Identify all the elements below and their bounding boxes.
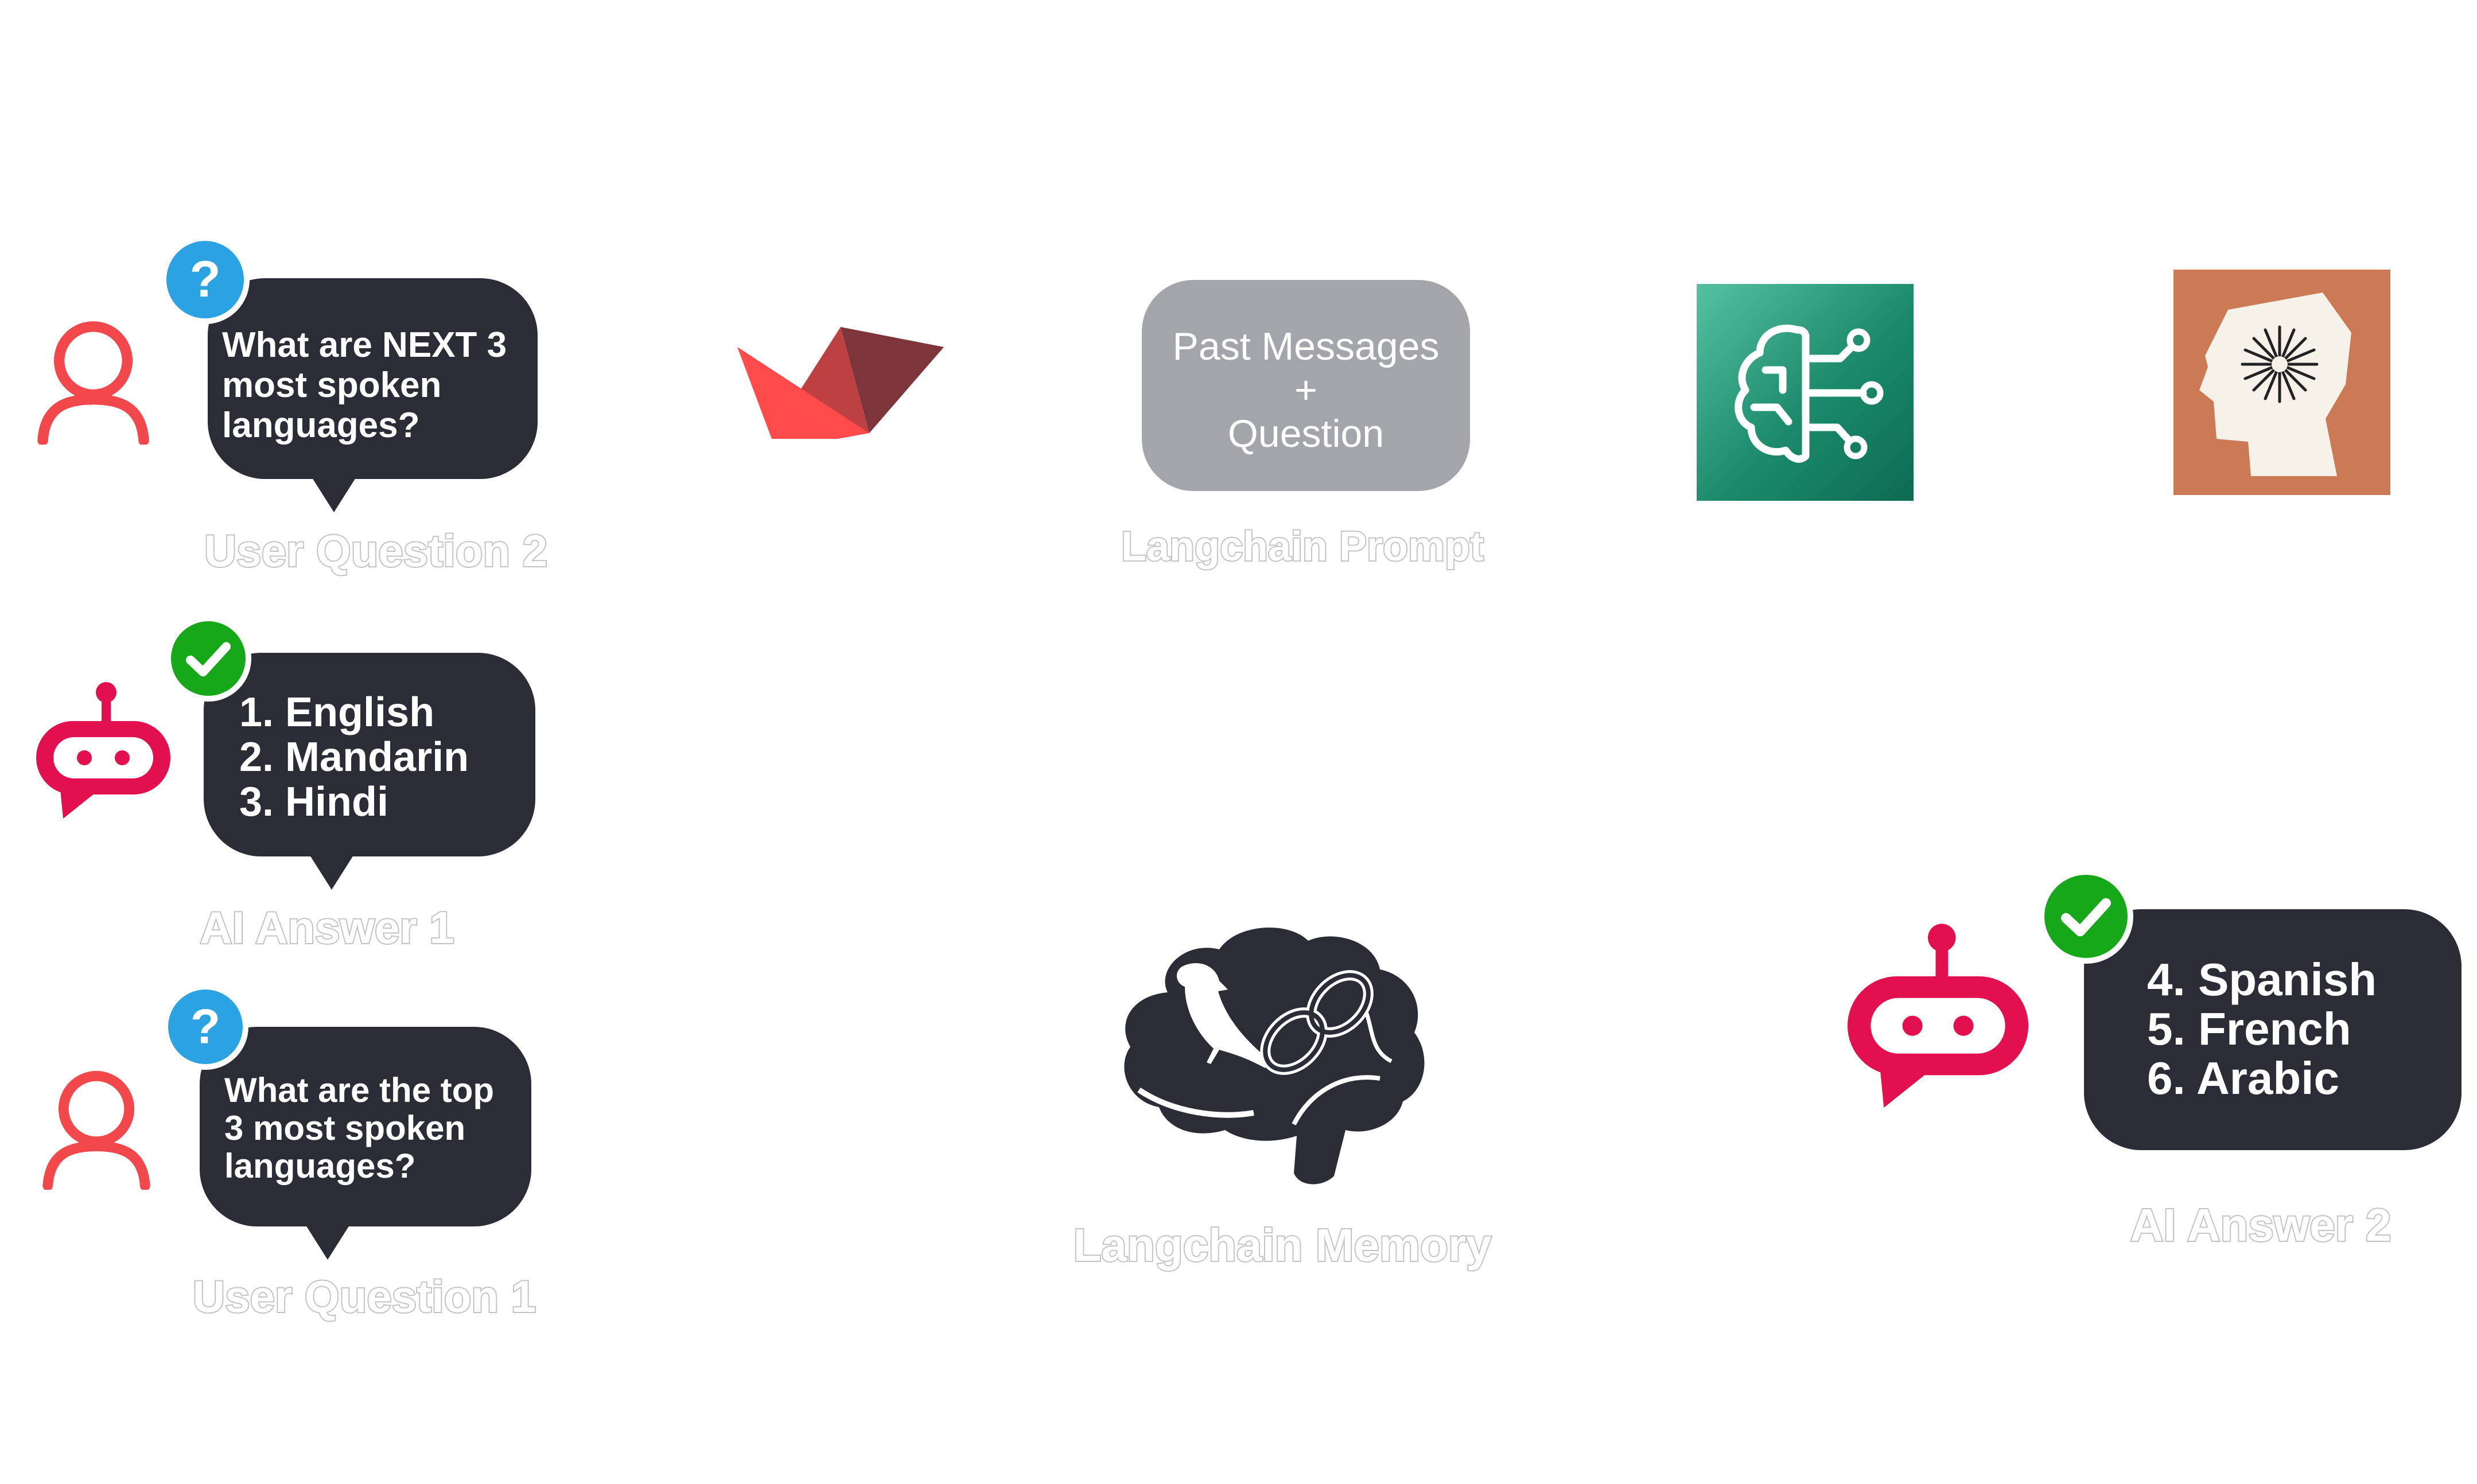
langchain-memory-caption: Langchain Memory: [1072, 1218, 1492, 1272]
user-question-2-line-1: What are NEXT 3: [222, 325, 507, 365]
ai-answer-1-line-2: 2. Mandarin: [239, 734, 469, 780]
anthropic-head-icon: [2199, 293, 2351, 476]
ai-answer-2-line-3: 6. Arabic: [2147, 1053, 2339, 1104]
langchain-prompt-box: Past Messages + Question: [1142, 280, 1470, 491]
ai-answer-1-caption: AI Answer 1: [199, 901, 456, 954]
user-icon: [37, 321, 149, 445]
ai-answer-2-caption: AI Answer 2: [2129, 1198, 2393, 1252]
user-question-1-line-1: What are the top: [224, 1071, 495, 1109]
streamlit-logo-icon: [737, 327, 944, 439]
svg-text:?: ?: [190, 999, 220, 1054]
ai-answer-1-line-1: 1. English: [239, 690, 435, 735]
prompt-line-2: +: [1294, 368, 1317, 412]
user-question-1-caption: User Question 1: [192, 1270, 537, 1323]
question-mark-icon: ?: [161, 235, 250, 324]
svg-text:?: ?: [189, 250, 220, 307]
question-mark-icon: ?: [162, 984, 248, 1070]
openai-brain-circuit-icon: [1735, 324, 1884, 463]
anthropic-logo: [2173, 270, 2390, 495]
robot-icon: [1847, 924, 2029, 1108]
langchain-prompt-caption: Langchain Prompt: [1120, 523, 1485, 571]
user-question-1-line-3: languages?: [224, 1147, 416, 1185]
ai-answer-1-line-3: 3. Hindi: [239, 779, 389, 825]
user-question-2-caption: User Question 2: [203, 524, 549, 577]
ai-answer-2-line-1: 4. Spanish: [2147, 954, 2377, 1005]
robot-icon: [36, 682, 170, 819]
ai-answer-2-bubble: 4. Spanish 5. French 6. Arabic: [2084, 909, 2462, 1150]
user-question-1-bubble: What are the top 3 most spoken languages…: [200, 1027, 531, 1260]
ai-answer-2-line-2: 5. French: [2147, 1003, 2351, 1054]
prompt-line-1: Past Messages: [1172, 325, 1440, 368]
user-question-2-line-3: languages?: [222, 406, 420, 445]
user-question-2-line-2: most spoken: [222, 365, 442, 405]
openai-logo: [1697, 284, 1914, 501]
prompt-line-3: Question: [1227, 412, 1385, 455]
brain-parrot-chain-icon: [1124, 928, 1425, 1185]
user-icon: [42, 1070, 150, 1190]
user-question-2-bubble: What are NEXT 3 most spoken languages?: [208, 278, 538, 512]
checkmark-icon: [2039, 869, 2133, 964]
user-question-1-line-2: 3 most spoken: [224, 1109, 466, 1147]
ai-answer-1-bubble: 1. English 2. Mandarin 3. Hindi: [204, 653, 535, 890]
checkmark-icon: [165, 616, 251, 702]
